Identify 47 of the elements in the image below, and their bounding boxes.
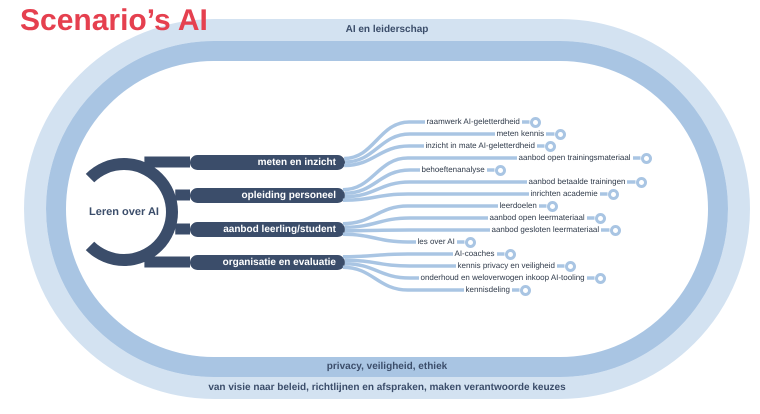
bar-label: meten en inzicht xyxy=(258,156,336,170)
category-bar xyxy=(190,222,345,236)
ring-icon xyxy=(608,188,618,200)
band-caption: van visie naar beleid, richtlijnen en afspraken, maken verantwoorde keuzes xyxy=(208,381,566,395)
edge-label: leerdoelen xyxy=(498,201,539,211)
branch-line xyxy=(175,224,190,234)
edge-label: kennis privacy en veiligheid xyxy=(456,261,557,271)
edge-label: inzicht in mate AI-geletterdheid xyxy=(424,141,537,151)
edge-label: aanbod open trainingsmateriaal xyxy=(516,153,633,163)
edge-label: onderhoud en weloverwogen inkoop AI-tooling xyxy=(418,273,587,283)
edge-label: aanbod gesloten leermateriaal xyxy=(490,225,602,235)
ring-icon xyxy=(640,152,652,164)
ring-icon xyxy=(610,224,620,236)
ring-icon xyxy=(554,128,566,140)
ring-icon xyxy=(546,200,558,212)
edge-label: meten kennis xyxy=(494,129,546,139)
edge-label: inrichten academie xyxy=(528,189,600,199)
ring-icon xyxy=(544,140,556,152)
branch-line xyxy=(144,156,190,168)
edge-label: aanbod open leermateriaal xyxy=(488,213,587,223)
category-bar xyxy=(190,154,345,170)
edge-label: AI-coaches xyxy=(452,249,497,259)
band-heading: AI en leiderschap xyxy=(346,23,428,37)
diagram-title: Scenario’s AI xyxy=(20,3,208,39)
ring-icon xyxy=(520,284,530,296)
ring-icon xyxy=(636,176,646,188)
edge-label: raamwerk AI-geletterdheid xyxy=(424,117,522,127)
branch-line xyxy=(144,256,190,268)
branch-line xyxy=(175,190,190,200)
band-label: privacy, veiligheid, ethiek xyxy=(326,360,448,374)
edge-label: les over AI xyxy=(416,237,457,247)
category-bar xyxy=(190,188,345,202)
edge-label: behoeftenanalyse xyxy=(420,165,487,175)
ring-icon xyxy=(530,116,540,128)
bar-label: organisatie en evaluatie xyxy=(222,256,336,270)
ring-icon xyxy=(594,212,606,224)
ring-icon xyxy=(464,236,476,248)
edge-label: aanbod betaalde trainingen xyxy=(526,177,628,187)
hub-label: Leren over AI xyxy=(89,205,159,219)
category-bar xyxy=(190,254,345,270)
bar-label: opleiding personeel xyxy=(242,188,336,202)
edge-label: kennisdeling xyxy=(464,285,512,295)
ring-icon xyxy=(564,260,576,272)
bar-label: aanbod leerling/student xyxy=(223,222,336,236)
ring-icon xyxy=(494,164,506,176)
ring-icon xyxy=(594,272,606,284)
ring-icon xyxy=(504,248,516,260)
